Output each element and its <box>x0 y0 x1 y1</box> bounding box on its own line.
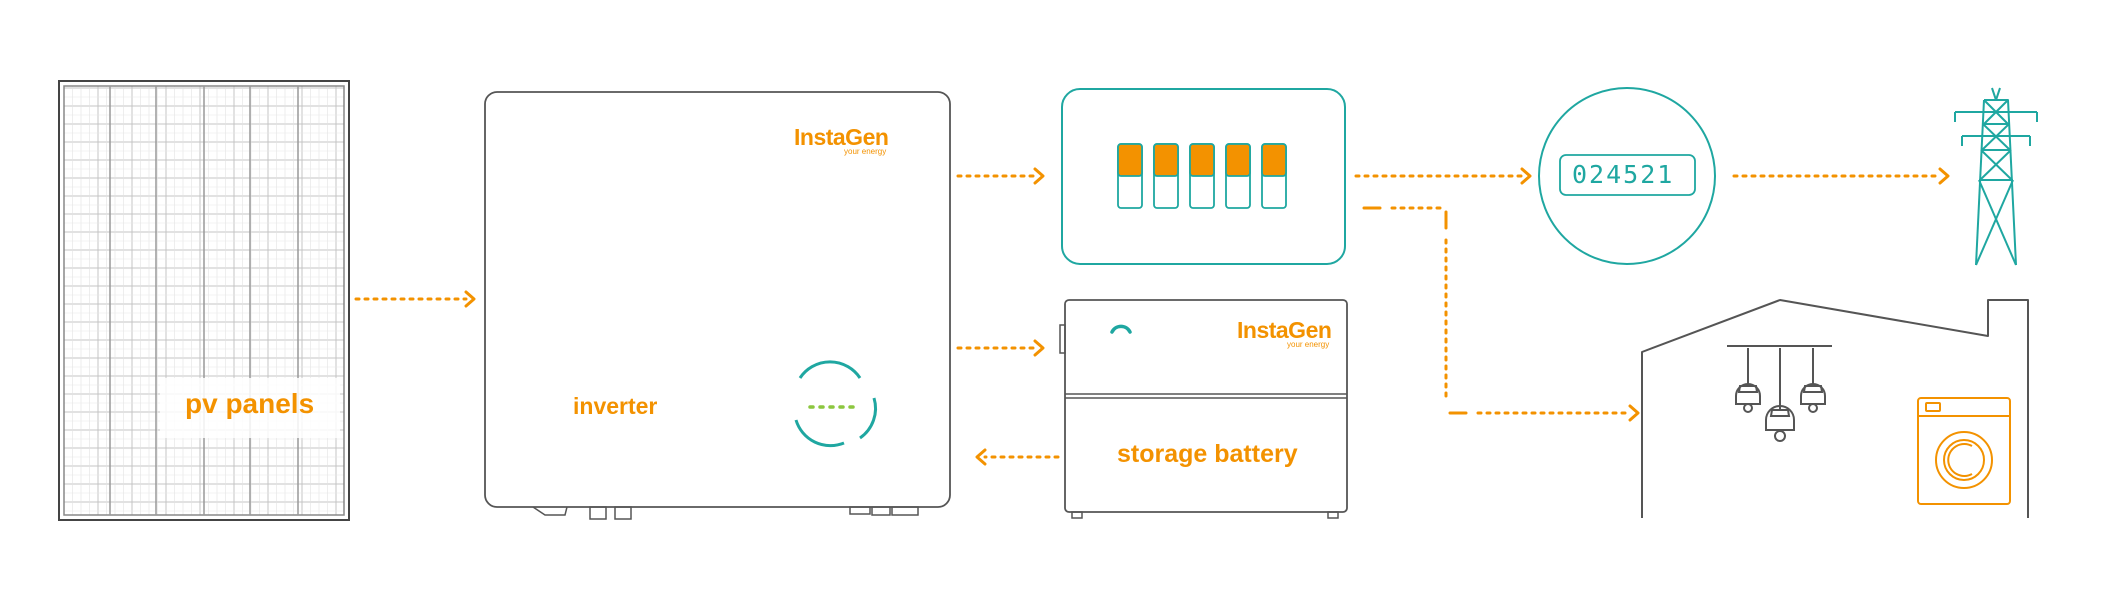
inverter-icon <box>484 91 951 520</box>
flow-arrow-inverter-to-breaker <box>956 167 1045 185</box>
electricity-meter-icon <box>1538 87 1716 265</box>
flow-arrow-battery-to-inverter <box>975 448 1060 466</box>
pv-panels-label: pv panels <box>185 388 315 419</box>
inverter-brand-tagline: your energy <box>844 147 887 156</box>
flow-arrow-meter-to-grid <box>1732 167 1950 185</box>
power-pylon-icon <box>1954 87 2038 266</box>
breaker-box-icon <box>1061 88 1346 265</box>
flow-arrow-pv-to-inverter <box>354 290 476 308</box>
battery-icon <box>1059 299 1348 519</box>
inverter-brand-logo: InstaGen <box>794 124 889 150</box>
battery-brand-logo: InstaGen <box>1237 317 1332 343</box>
house-icon <box>1641 299 2029 518</box>
meter-reading: 024521 <box>1572 160 1675 189</box>
battery-brand-tagline: your energy <box>1287 340 1330 349</box>
storage-battery-label: storage battery <box>1117 440 1298 468</box>
solar-panel-icon <box>58 80 350 521</box>
ceiling-lamps-icon <box>1727 345 1832 442</box>
inverter-label: inverter <box>573 393 658 419</box>
flow-arrow-breaker-to-house <box>1362 206 1640 422</box>
status-ring-icon <box>794 360 878 448</box>
flow-arrow-breaker-to-meter <box>1354 167 1532 185</box>
flow-arrow-inverter-to-battery <box>956 339 1045 357</box>
washing-machine-icon <box>1917 397 2011 505</box>
